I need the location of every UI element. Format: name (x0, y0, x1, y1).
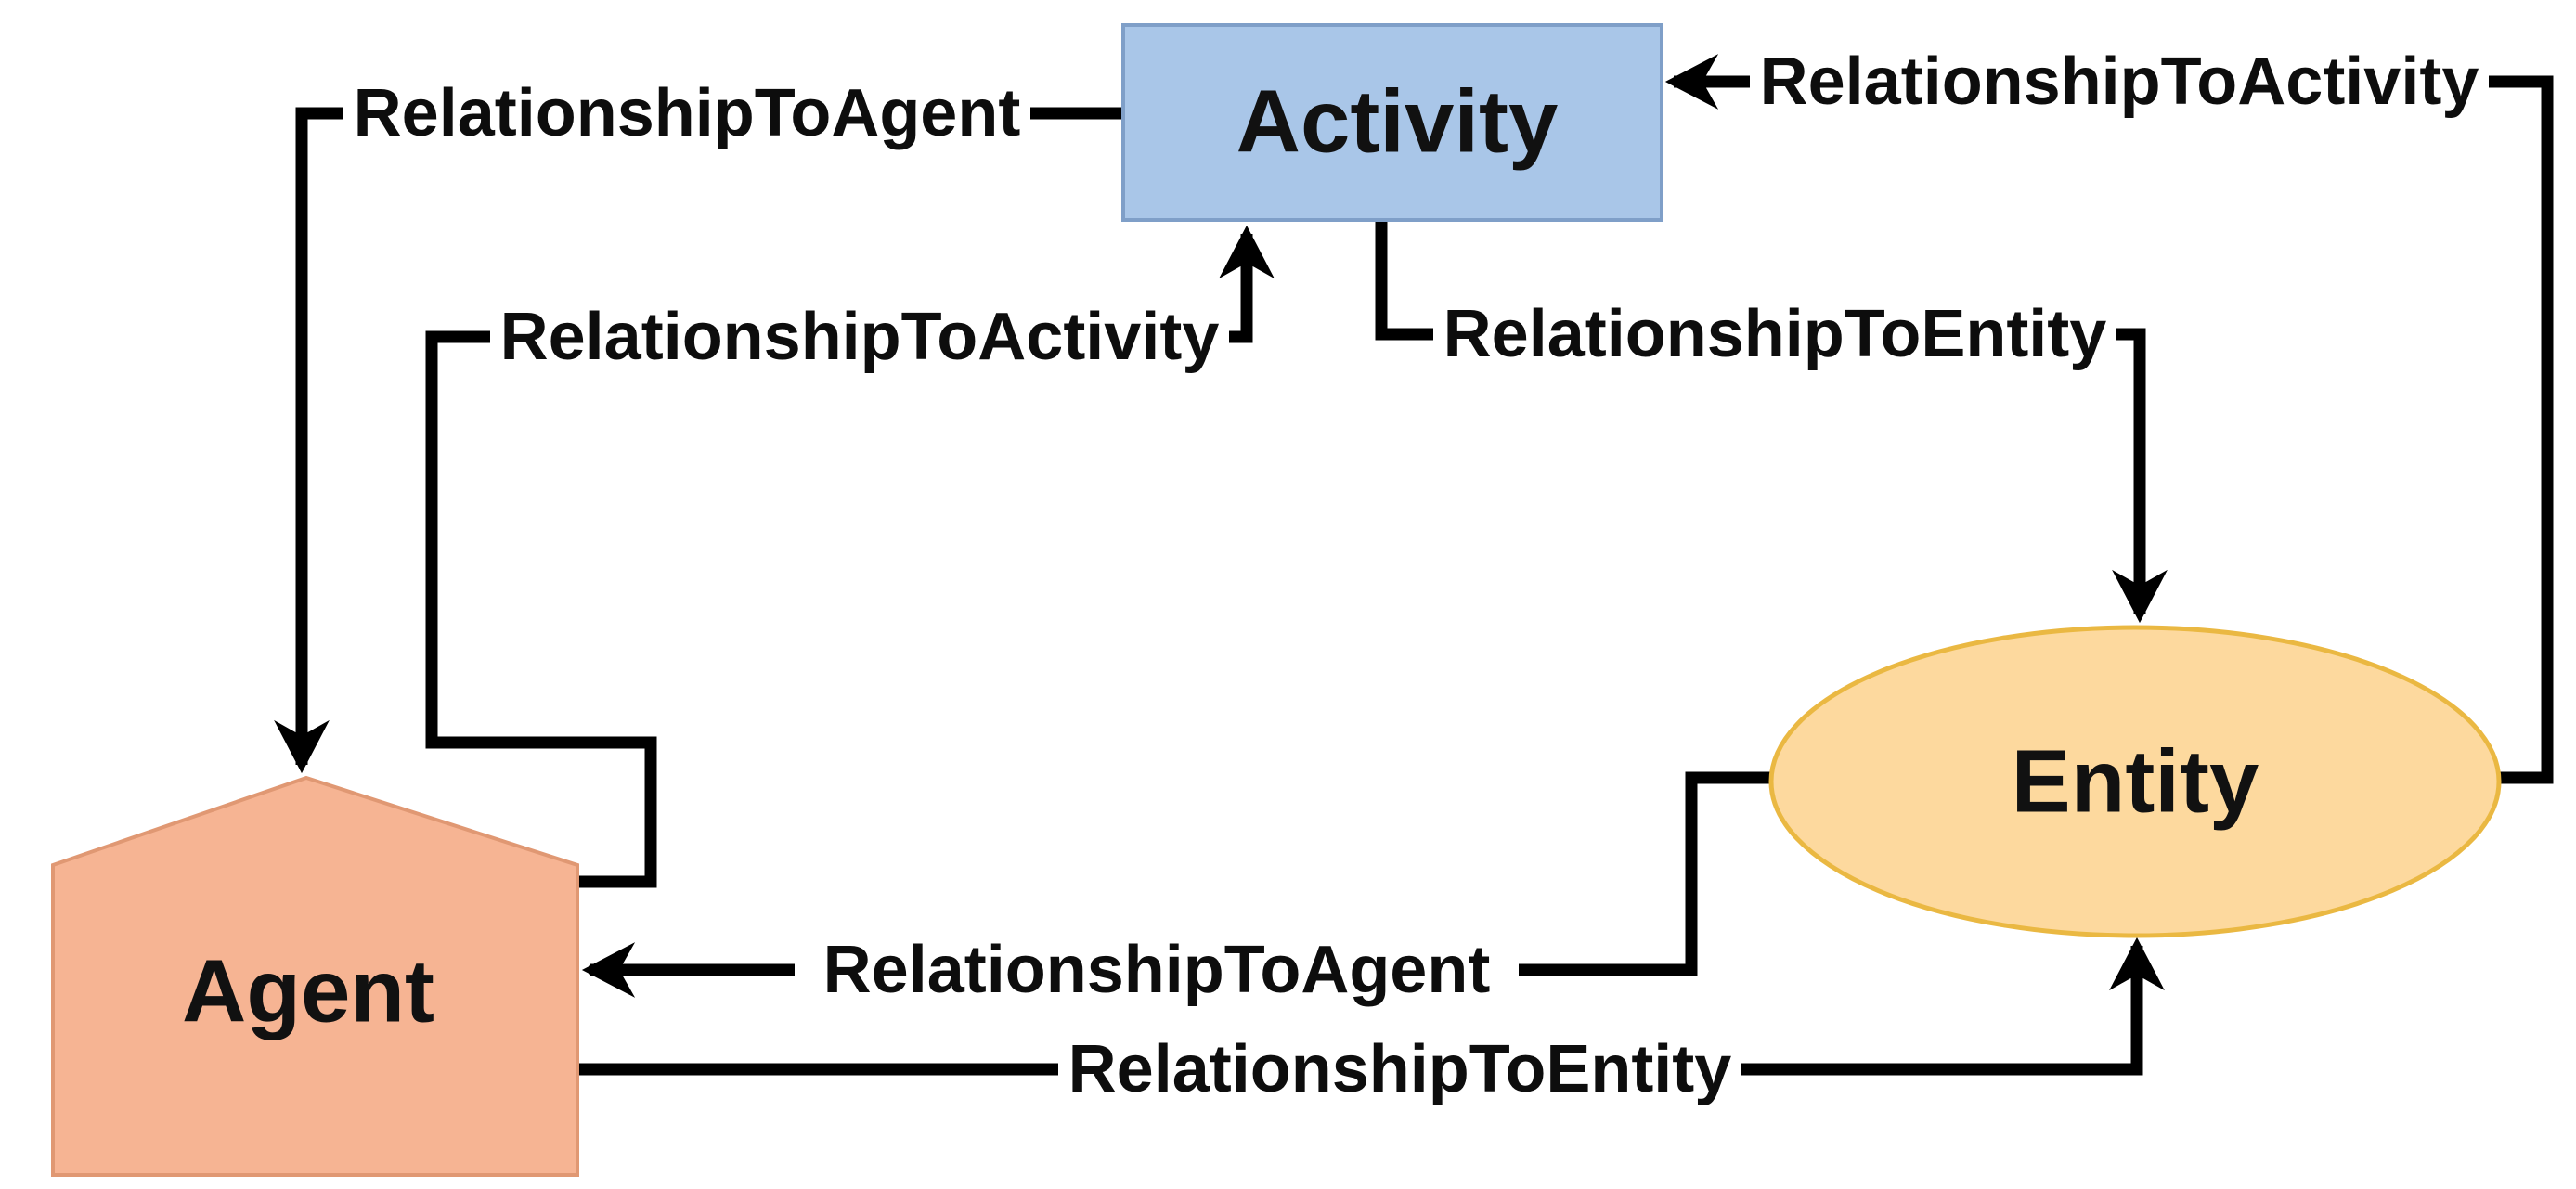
edge-label-bg (490, 300, 1229, 374)
edge-label-activity-to-agent: RelationshipToAgent (343, 76, 1030, 150)
edge-label-layer: RelationshipToAgent RelationshipToActivi… (343, 45, 2489, 1106)
edge-label-entity-to-activity: RelationshipToActivity (1750, 45, 2489, 119)
edge-label-agent-to-activity: RelationshipToActivity (490, 300, 1229, 374)
edge-label-agent-to-entity: RelationshipToEntity (1058, 1032, 1741, 1106)
entity-node-label: Entity (2012, 732, 2259, 832)
edge-activity-to-agent-line (274, 107, 1123, 774)
edge-label-text: RelationshipToEntity (1443, 297, 2107, 371)
edge-label-text: RelationshipToActivity (1760, 45, 2479, 119)
node-layer: Activity Entity Agent (51, 23, 2502, 1177)
edge-label-text: RelationshipToAgent (823, 933, 1491, 1007)
edge-label-activity-to-entity: RelationshipToEntity (1433, 297, 2116, 371)
activity-node (1121, 23, 1663, 222)
activity-node-label: Activity (1236, 72, 1559, 172)
edge-activity-to-entity-line (1375, 220, 2168, 624)
edge-label-text: RelationshipToEntity (1068, 1032, 1732, 1106)
agent-node (51, 775, 579, 1177)
edge-agent-to-activity-line (425, 225, 1275, 888)
edge-label-entity-to-agent: RelationshipToAgent (795, 933, 1519, 1007)
edge-label-bg (1433, 297, 2116, 371)
edge-label-bg (1058, 1032, 1741, 1106)
edge-label-text: RelationshipToAgent (354, 76, 1021, 150)
edge-label-bg (1750, 45, 2489, 119)
edge-label-bg (795, 933, 1519, 1007)
entity-node (1768, 625, 2502, 938)
agent-node-label: Agent (182, 942, 434, 1041)
edge-label-text: RelationshipToActivity (500, 300, 1220, 374)
edge-label-bg (343, 76, 1030, 150)
